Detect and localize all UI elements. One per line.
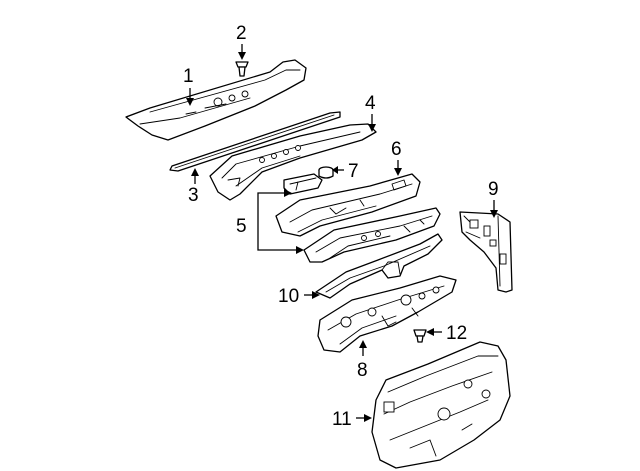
part-2-clip <box>235 61 249 77</box>
callout-7: 7 <box>348 161 359 182</box>
callout-1: 1 <box>183 66 194 87</box>
callout-9: 9 <box>488 179 499 200</box>
part-7-grommet <box>318 166 334 179</box>
callout-10: 10 <box>278 286 299 307</box>
callout-11: 11 <box>332 409 352 430</box>
callout-2: 2 <box>236 23 247 44</box>
part-4-cowl-grille <box>209 123 377 201</box>
callout-5: 5 <box>236 216 247 237</box>
part-1-cowl-panel <box>125 59 307 141</box>
part-12-plug <box>413 329 427 343</box>
part-5-brackets <box>283 173 323 195</box>
callout-4: 4 <box>365 93 376 114</box>
leader-lines <box>186 44 498 422</box>
callout-12: 12 <box>446 323 467 344</box>
part-9-side-panel <box>459 211 513 293</box>
callout-labels: 1 2 3 4 5 6 7 8 9 10 11 12 <box>183 23 499 430</box>
part-8-dash-panel <box>317 275 457 353</box>
callout-8: 8 <box>357 360 368 381</box>
part-3-weatherstrip <box>169 111 341 172</box>
callout-3: 3 <box>188 185 199 206</box>
part-11-insulator <box>371 341 511 469</box>
part-5-dash-reinforcement <box>303 207 441 263</box>
callout-6: 6 <box>391 139 402 160</box>
part-10-crossmember <box>315 233 443 299</box>
part-6-upper-dash <box>275 173 421 237</box>
